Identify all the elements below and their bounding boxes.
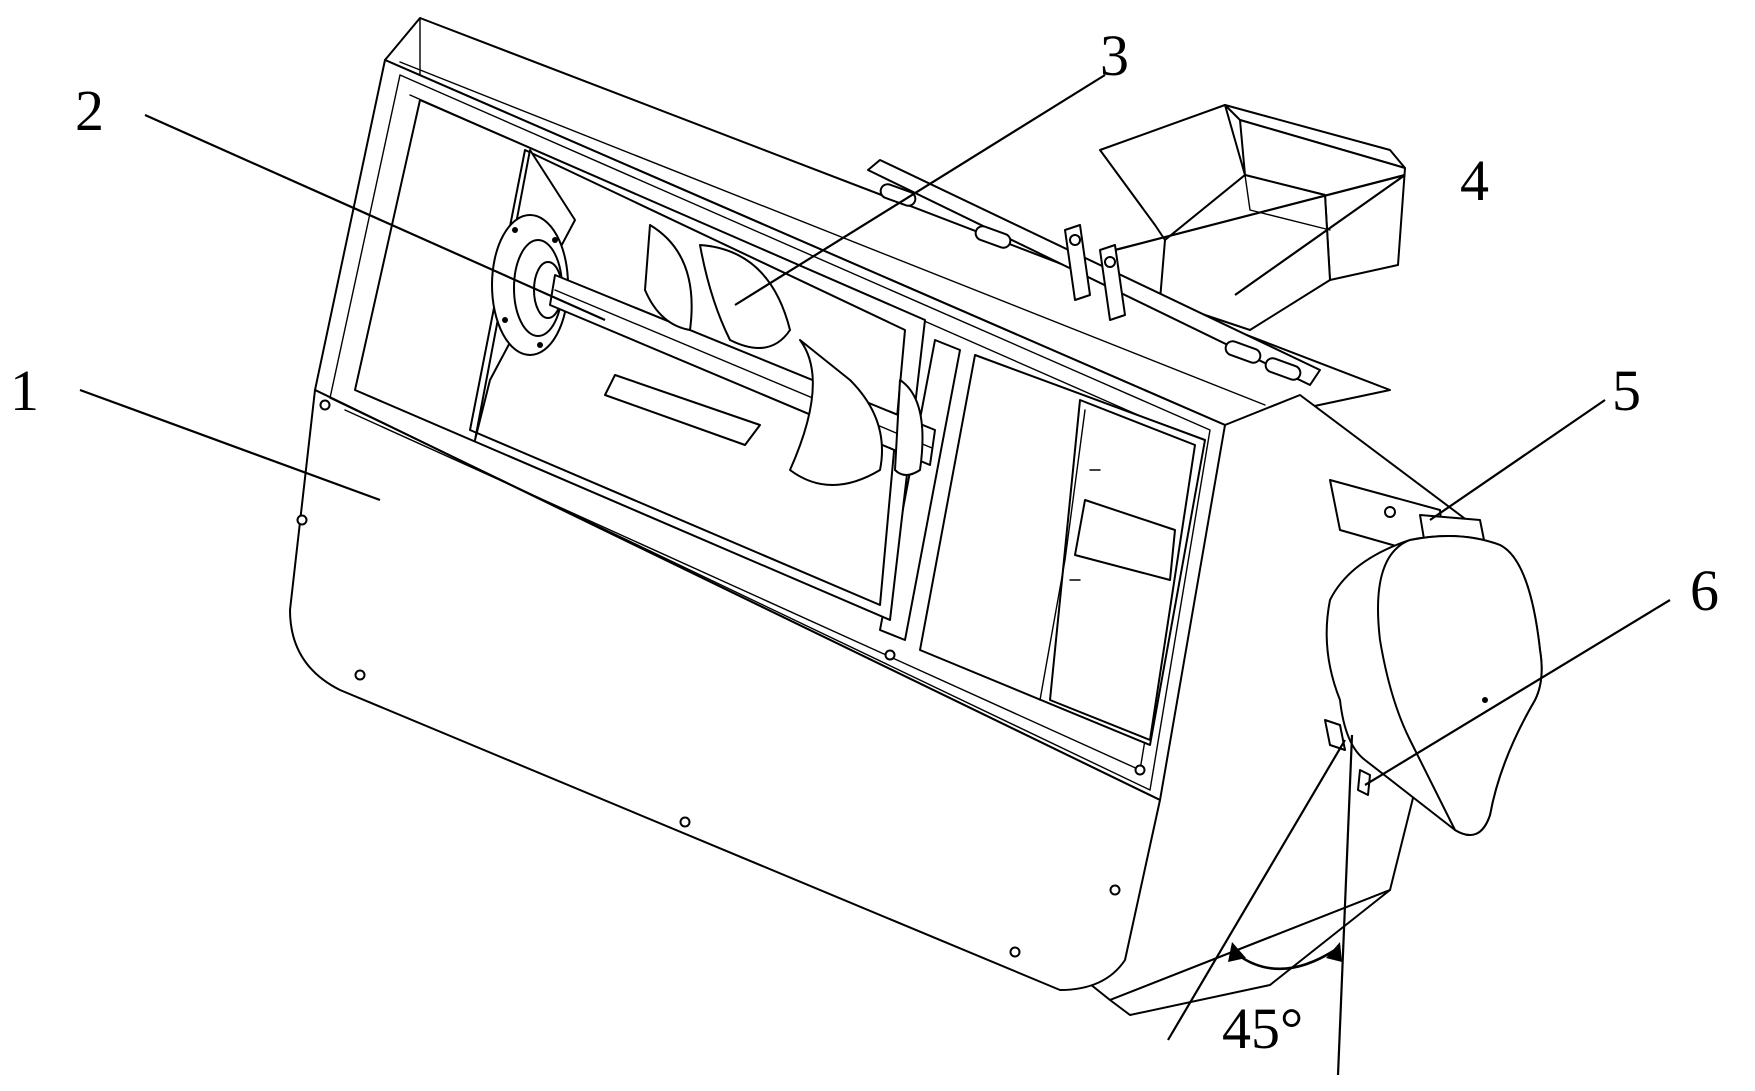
leader-lines [79, 74, 1671, 786]
label-4: 4 [1460, 148, 1489, 213]
label-2: 2 [75, 78, 104, 143]
mixing-chamber [354, 99, 926, 621]
label-3: 3 [1100, 23, 1129, 88]
leader-3 [734, 74, 1106, 306]
leader-5 [1429, 399, 1606, 521]
discharge-chamber [919, 354, 1206, 746]
discharge-cover [1324, 535, 1543, 836]
callout-labels: 1 2 3 4 5 6 45° [10, 23, 1719, 1061]
label-6: 6 [1690, 558, 1719, 623]
rivets [296, 399, 1146, 958]
leader-4b [1114, 173, 1406, 252]
leader-4a [1234, 174, 1406, 296]
helical-blades [604, 224, 924, 486]
label-5: 5 [1612, 358, 1641, 423]
leader-6 [1364, 599, 1671, 786]
label-1: 1 [10, 358, 39, 423]
leader-2 [144, 113, 606, 322]
feed-hopper [1099, 104, 1406, 331]
leader-1 [79, 388, 381, 502]
angle-label: 45° [1222, 996, 1303, 1061]
mounting-rail [867, 159, 1321, 386]
angle-indicator [1167, 734, 1354, 1076]
